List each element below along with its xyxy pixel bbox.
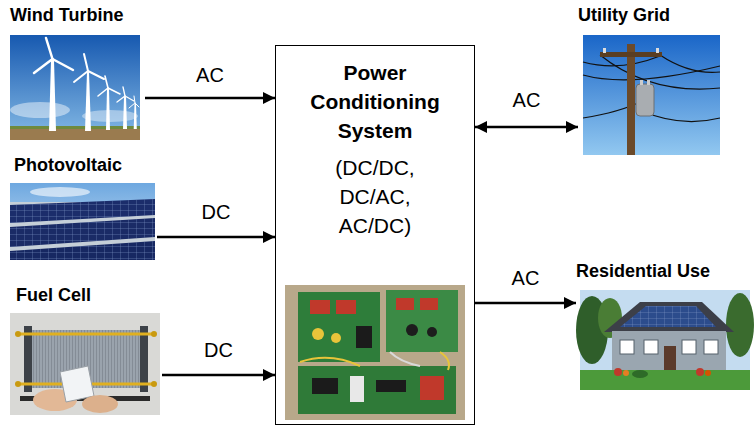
node-heading: Utility Grid (578, 4, 670, 26)
edge-label: AC (509, 266, 543, 290)
arrow-connector (157, 236, 275, 239)
source-photo-node: Wind Turbine (10, 4, 145, 142)
node-heading: Photovoltaic (14, 154, 122, 176)
arrow-connector (145, 97, 275, 100)
box-title: Power Conditioning System (305, 58, 445, 145)
node-heading: Fuel Cell (16, 284, 91, 306)
edge-label: DC (201, 338, 236, 362)
arrow-connector (475, 126, 578, 129)
node-heading: Residential Use (576, 260, 710, 282)
arrow-connector (162, 374, 275, 377)
load-photo-node: Residential Use (576, 260, 752, 392)
source-photo-node: Fuel Cell (16, 284, 162, 417)
load-photo-node: Utility Grid (578, 4, 728, 157)
wind-turbine-photo (10, 35, 140, 140)
edge-label: DC (199, 200, 234, 224)
photovoltaic-photo (10, 183, 155, 260)
source-photo-node: Photovoltaic (14, 154, 157, 262)
edge-label: AC (193, 63, 227, 87)
arrow-connector (475, 302, 576, 305)
utility-grid-photo (583, 35, 720, 155)
edge-label: AC (510, 88, 544, 112)
fuel-cell-photo (10, 313, 160, 415)
node-heading: Wind Turbine (10, 4, 123, 26)
circuit-board-photo (285, 285, 465, 420)
residential-photo (576, 290, 754, 390)
box-subtitle: (DC/DC, DC/AC, AC/DC) (320, 153, 430, 240)
process-box: Power Conditioning System(DC/DC, DC/AC, … (275, 45, 475, 425)
